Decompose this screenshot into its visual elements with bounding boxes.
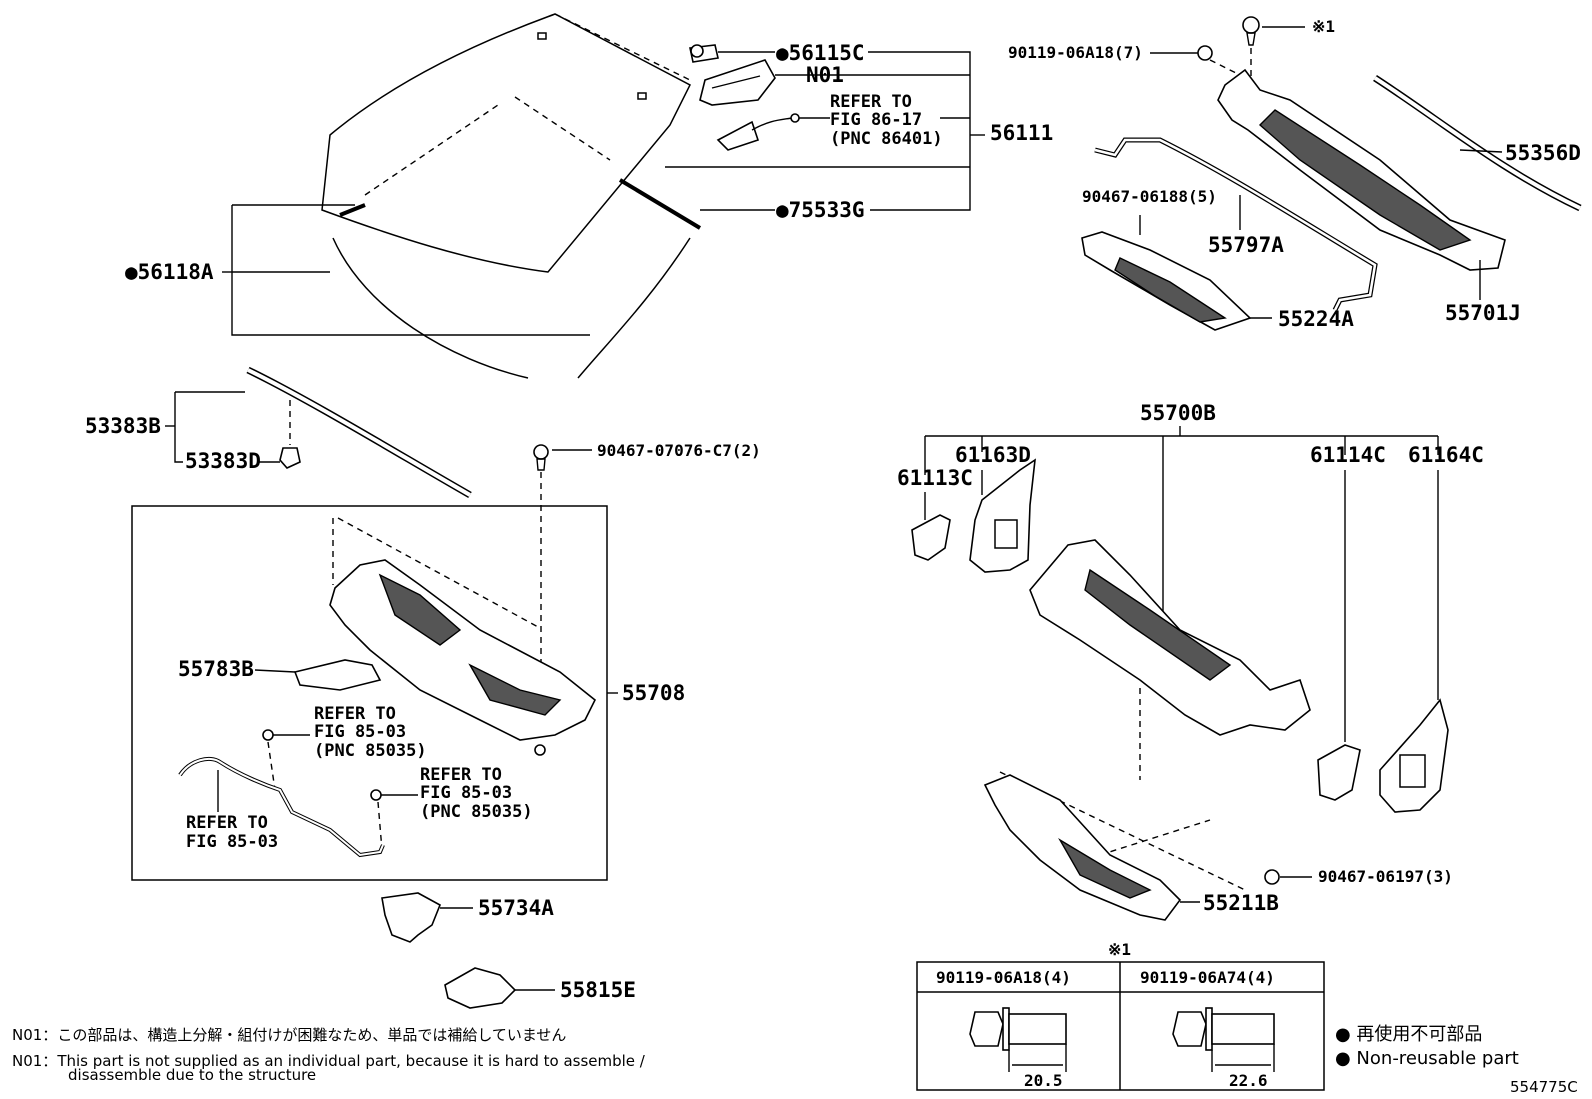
ref-85-03-a-line2: FIG 85-03: [314, 722, 406, 742]
nozzle-a: [262, 729, 310, 791]
label-90119-06a18-7: 90119-06A18(7): [1008, 43, 1143, 62]
figure-id: 554775C: [1510, 1078, 1578, 1096]
ref-85-03-a-line1: REFER TO: [314, 704, 396, 724]
bolt-icon-col2: [1172, 1007, 1275, 1072]
bolt-table: [916, 961, 1325, 1091]
bolt-table-mark: ※1: [1108, 940, 1131, 959]
label-56118a: ●56118A: [125, 260, 214, 284]
ref-85-03-b-line3: (PNC 85035): [420, 802, 533, 822]
label-90467-06188-5: 90467-06188(5): [1082, 187, 1217, 206]
windshield-glass: [321, 13, 691, 273]
label-90467-06197-3: 90467-06197(3): [1318, 867, 1453, 886]
sensor-bracket-86401: [716, 113, 800, 151]
bracket-55734a: [381, 892, 473, 943]
seal-55224a: [1081, 215, 1272, 331]
washer-hose: [178, 756, 385, 858]
note-jp-prefix: N01：: [12, 1026, 57, 1044]
label-61113c: 61113C: [897, 466, 973, 490]
label-mark1-top: ※1: [1312, 17, 1335, 36]
bracket-55815e: [444, 967, 555, 1009]
ref-86-17-line1: REFER TO: [830, 92, 912, 112]
label-55708: 55708: [622, 681, 685, 705]
bolt-table-col2-dim: 22.6: [1229, 1071, 1268, 1090]
leader-53383b-bracket: [165, 391, 245, 463]
bracket-61113c: [911, 492, 951, 561]
label-90467-07076-c7-2: 90467-07076-C7(2): [597, 441, 761, 460]
label-53383d: 53383D: [185, 449, 261, 473]
label-75533g: ●75533G: [776, 198, 865, 222]
label-55815e: 55815E: [560, 978, 636, 1002]
label-55356d: 55356D: [1505, 141, 1581, 165]
panel-61164c: [1379, 470, 1449, 813]
note-en-line1: N01：This part is not supplied as an indi…: [12, 1052, 646, 1070]
label-53383b: 53383B: [85, 414, 161, 438]
label-55211b: 55211B: [1203, 891, 1279, 915]
label-55797a: 55797A: [1208, 233, 1284, 257]
note-jp: N01：この部品は、構造上分解・組付けが困難なため、単品では補給していません: [12, 1026, 566, 1044]
cowl-top-55708: [329, 517, 597, 756]
panel-55783b: [254, 659, 382, 691]
leaders-windshield: [222, 51, 985, 336]
note-jp-text: この部品は、構造上分解・組付けが困難なため、単品では補給していません: [57, 1026, 566, 1044]
bracket-61114c: [1317, 470, 1361, 801]
label-n01: N01: [806, 63, 844, 87]
clip-90467-06197: [1264, 869, 1312, 885]
ref-86-17-line2: FIG 86-17: [830, 110, 922, 130]
label-55734a: 55734A: [478, 896, 554, 920]
hose-55797a: [1094, 137, 1378, 312]
weatherstrip-53383b: [246, 366, 472, 499]
note-en-line2: disassemble due to the structure: [68, 1066, 316, 1084]
panel-61163d: [969, 458, 1036, 573]
ref-86-17-line3: (PNC 86401): [830, 129, 943, 149]
label-61163d: 61163D: [955, 443, 1031, 467]
ref-85-03-c-line2: FIG 85-03: [186, 832, 278, 852]
cowl-panel-55700b: [1029, 539, 1311, 780]
ref-85-03-b-line2: FIG 85-03: [420, 783, 512, 803]
clip-53383d: [258, 447, 301, 469]
weatherstrip-55356d: [1373, 75, 1582, 212]
panel-55211b: [983, 771, 1246, 921]
legend-en: ● Non-reusable part: [1335, 1048, 1519, 1069]
bolt-table-col2-header: 90119-06A74(4): [1140, 968, 1275, 987]
nozzle-b: [370, 789, 418, 851]
ref-85-03-c-line1: REFER TO: [186, 813, 268, 833]
windshield-moulding: [332, 178, 702, 379]
label-61114c: 61114C: [1310, 443, 1386, 467]
bracket-n01: [699, 59, 776, 106]
label-55224a: 55224A: [1278, 307, 1354, 331]
label-55701j: 55701J: [1445, 301, 1521, 325]
label-56115c: ●56115C: [776, 41, 865, 65]
bolt-table-col1-dim: 20.5: [1024, 1071, 1063, 1090]
bolt-table-col1-header: 90119-06A18(4): [936, 968, 1071, 987]
cowl-panel-55701j: [1217, 68, 1506, 300]
label-55783b: 55783B: [178, 657, 254, 681]
ref-85-03-a-line3: (PNC 85035): [314, 741, 427, 761]
label-56111: 56111: [990, 121, 1053, 145]
bolt-90119-top: [1242, 16, 1305, 100]
ref-85-03-b-line1: REFER TO: [420, 765, 502, 785]
legend-jp: ● 再使用不可部品: [1335, 1024, 1482, 1045]
bolt-90119-06a18: [1150, 45, 1241, 76]
label-55700b: 55700B: [1140, 401, 1216, 425]
note-en-prefix: N01：: [12, 1052, 57, 1070]
clip-90467-07076: [533, 444, 592, 690]
clip-56115c: [689, 44, 719, 63]
bolt-icon-col1: [969, 1007, 1067, 1072]
label-61164c: 61164C: [1408, 443, 1484, 467]
note-en-text1: This part is not supplied as an individu…: [56, 1052, 645, 1070]
